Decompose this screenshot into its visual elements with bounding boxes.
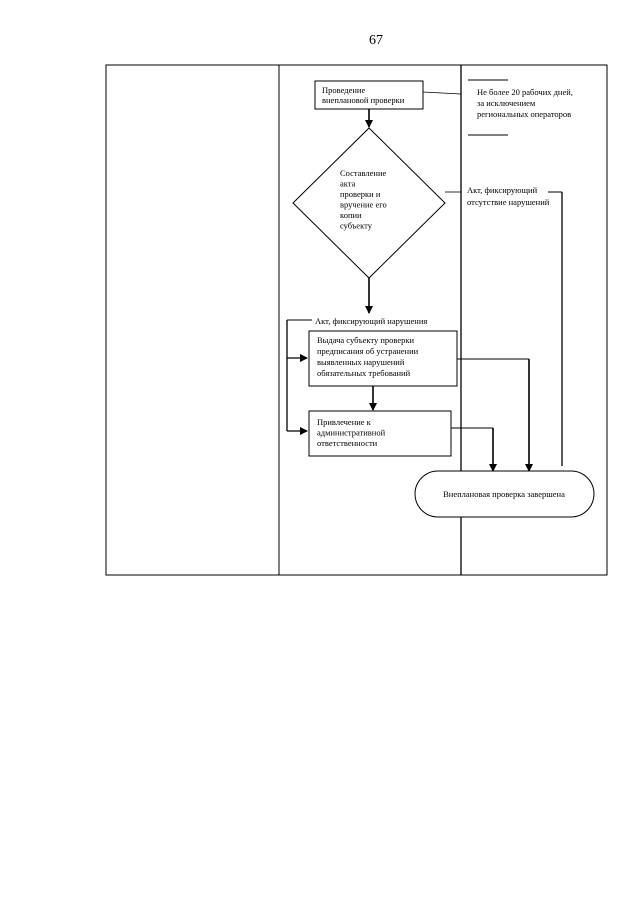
liability-line: ответственности [317,438,378,448]
order-line: обязательных требований [317,368,411,378]
arrow-liability-to-end [451,427,497,472]
deadline-line: за исключением [477,98,536,108]
end-terminator: Внеплановая проверка завершена [414,470,595,518]
start-box: Проведение внеплановой проверки [314,80,424,110]
end-line: Внеплановая проверка завершена [443,489,565,499]
arrow-order-to-end [457,358,533,472]
order-line: выявленных нарушений [317,357,405,367]
decision-line: вручение его [340,200,387,210]
decision-line: копии [340,210,362,220]
deadline-annotation: Не более 20 рабочих дней, за исключением… [422,79,575,136]
end-text: Внеплановая проверка завершена [443,489,565,499]
liability-line: Привлечение к [317,417,372,427]
start-box-text: Проведение внеплановой проверки [322,85,405,105]
violations-branch [286,319,312,435]
order-line: предписания об устранении [317,346,419,356]
no-violations-text: Акт, фиксирующий отсутствие нарушений [467,185,550,207]
violations-line: Акт, фиксирующий нарушения [315,316,427,326]
deadline-text: Не более 20 рабочих дней, за исключением… [477,87,575,119]
decision-text: Составление акта проверки и вручение его… [340,168,389,231]
order-line: Выдача субъекту проверки [317,335,415,345]
liability-line: административной [317,428,386,438]
decision-diamond: Составление акта проверки и вручение его… [292,127,446,279]
violations-label: Акт, фиксирующий нарушения [315,316,427,326]
liability-box: Привлечение к административной ответстве… [308,410,452,457]
no-violations-line: отсутствие нарушений [467,197,550,207]
deadline-line: Не более 20 рабочих дней, [477,87,573,97]
deadline-line: региональных операторов [477,109,571,119]
decision-line: проверки и [340,189,381,199]
no-violations-line: Акт, фиксирующий [467,185,538,195]
decision-line: субъекту [340,221,373,231]
order-box: Выдача субъекту проверки предписания об … [308,330,458,387]
page-number: 67 [369,33,383,48]
decision-line: акта [340,179,356,189]
no-violations-branch: Акт, фиксирующий отсутствие нарушений [445,185,563,466]
start-line: Проведение [322,85,365,95]
start-line: внеплановой проверки [322,95,405,105]
liability-box-text: Привлечение к административной ответстве… [317,417,387,448]
decision-line: Составление [340,168,387,178]
order-box-text: Выдача субъекту проверки предписания об … [317,335,420,378]
